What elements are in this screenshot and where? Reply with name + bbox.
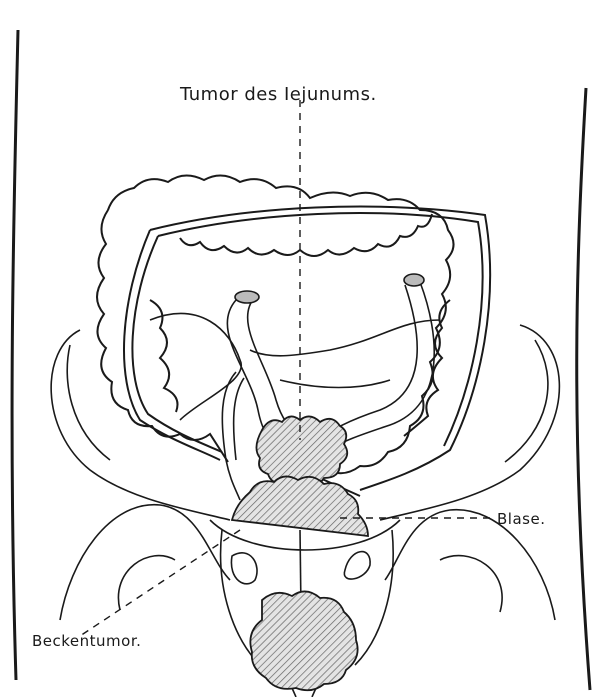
ascending-inner-edge — [150, 300, 178, 412]
small-loop-left-descend-2 — [234, 378, 244, 460]
label-tumor-jejunum: Tumor des Iejunums. — [180, 84, 377, 105]
mesentery-right — [250, 320, 440, 356]
colon-left-inner — [124, 230, 220, 460]
left-obturator-foramen — [231, 553, 257, 584]
mesentery-lower — [280, 380, 390, 388]
right-iliac-wing — [380, 325, 559, 520]
left-obturator-curve — [118, 556, 175, 610]
transverse-inner-edge — [180, 214, 432, 256]
label-blase: Blase. — [497, 510, 545, 528]
left-iliac-inner — [67, 345, 110, 460]
pelvic-mass-blase — [232, 476, 368, 536]
beckentumor-mass — [250, 591, 357, 690]
jejunum-loop-right-outer — [320, 285, 417, 440]
torso-right-outline — [577, 88, 590, 690]
jejunum-right-end — [404, 274, 424, 286]
pubic-right — [355, 530, 393, 665]
jejunum-tumor — [256, 416, 347, 486]
jejunum-left-end — [235, 291, 259, 303]
jejunum-loop-left-outer — [227, 300, 278, 440]
right-obturator-curve — [440, 556, 502, 612]
colon-left-inner-2 — [132, 236, 222, 452]
right-obturator-foramen — [344, 552, 370, 579]
left-femoral-region — [60, 505, 230, 620]
jejunum-loop-left-inner — [248, 296, 296, 430]
leader-beckentumor — [80, 530, 240, 636]
label-beckentumor: Beckentumor. — [32, 632, 141, 650]
torso-left-outline — [12, 30, 18, 680]
